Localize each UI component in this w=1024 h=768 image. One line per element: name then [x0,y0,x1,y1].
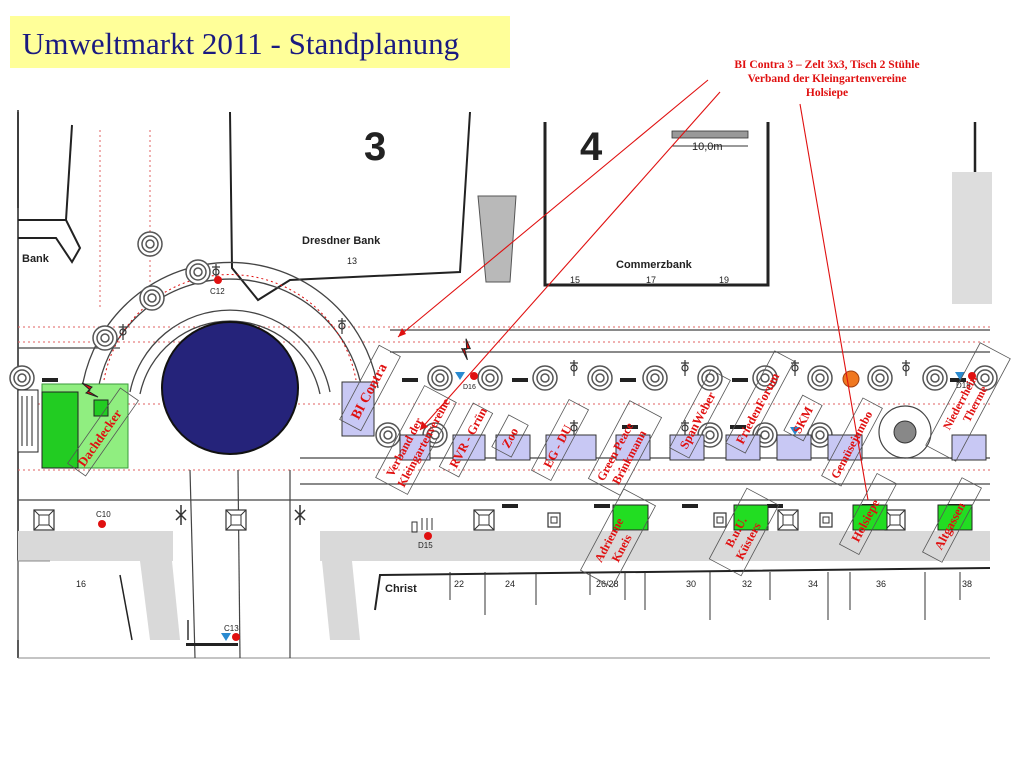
house-number-17: 17 [646,275,656,285]
building-dresdner [229,111,471,302]
entrance-ramp [477,195,517,283]
leader-lines [397,79,869,501]
street-number-30: 30 [686,579,696,589]
street-number-22: 22 [454,579,464,589]
annotation-line-3: Holsiepe [805,87,849,99]
house-number-19: 19 [719,275,729,285]
posts [175,505,306,640]
title-banner: Umweltmarkt 2011 - Standplanung [10,16,510,68]
marker-d16: D16 [463,384,476,391]
building-bank-left [18,219,82,264]
building-commerzbank [543,122,770,287]
house-number-15: 15 [570,275,580,285]
street-number-34: 34 [808,579,818,589]
annotation-note: BI Contra 3 – Zelt 3x3, Tisch 2 Stühle V… [696,58,958,100]
marker-c13: C13 [224,624,239,633]
building-number-3: 3 [364,125,386,169]
house-number-13: 13 [347,256,357,266]
street-number-24: 24 [505,579,515,589]
street-number-16: 16 [76,579,86,589]
street-number-38: 38 [962,579,972,589]
marker-c10: C10 [96,510,111,519]
dotted-guides [18,130,990,471]
annotation-line-2: Verband der Kleingartenvereine [747,73,907,85]
stands-purple [341,381,987,461]
building-grey-right [952,172,992,304]
scale-label: 10,0m [692,141,723,153]
location-markers: C12 C10 D15 C13 D16 D18 [96,276,976,641]
fountain [161,321,299,455]
christ-building [374,567,991,611]
orange-marker [842,370,860,388]
annotation-line-1: BI Contra 3 – Zelt 3x3, Tisch 2 Stühle [734,59,920,71]
sidewalk-left [18,531,173,561]
street-label-christ: Christ [385,583,417,595]
scale-bar [671,130,749,139]
marker-d15: D15 [418,541,433,550]
label-bank-left: Bank [22,253,50,265]
street-number-32: 32 [742,579,752,589]
label-dresdner-bank: Dresdner Bank [302,235,381,247]
marker-c12: C12 [210,287,225,296]
tree-row-lower [375,422,833,448]
page-title: Umweltmarkt 2011 - Standplanung [22,26,460,61]
label-commerzbank: Commerzbank [616,259,693,271]
street-number-36: 36 [876,579,886,589]
stands-green [612,504,973,531]
marker-d18: D18 [956,381,971,390]
building-number-4: 4 [580,125,603,169]
roundel-right [878,405,932,459]
